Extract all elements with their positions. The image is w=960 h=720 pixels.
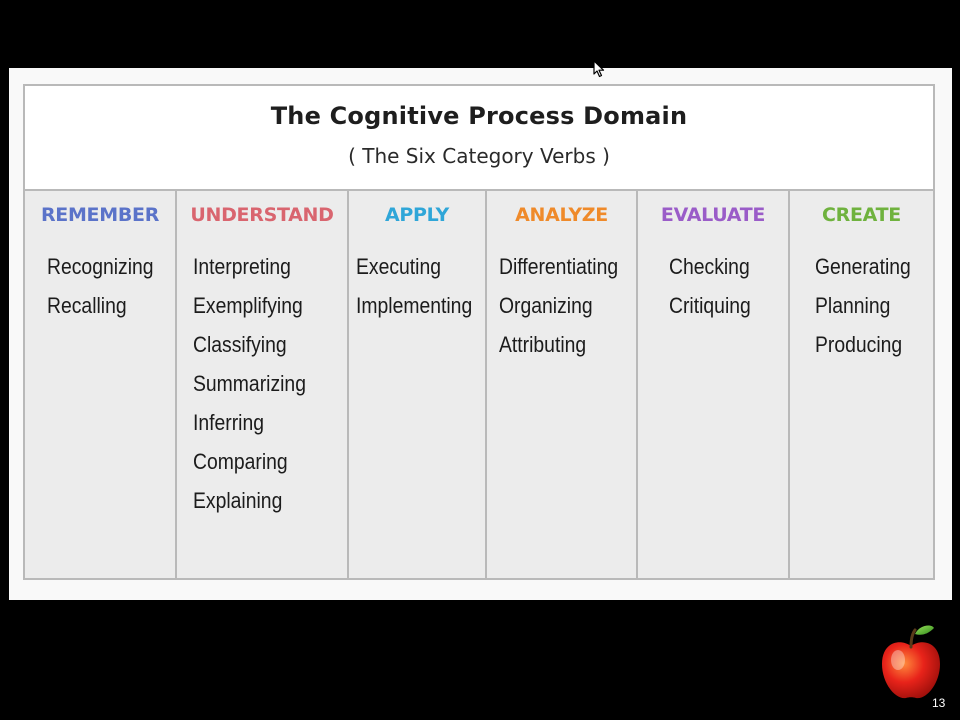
category-heading: APPLY [385,204,449,226]
verb-item: Exemplifying [193,293,303,318]
apple-icon [882,625,940,699]
verb-list: Recognizing Recalling [47,247,168,325]
verb-list: Executing Implementing [356,247,488,325]
cognitive-domain-table: The Cognitive Process Domain ( The Six C… [23,84,935,580]
verb-item: Producing [815,332,903,357]
verb-item: Interpreting [193,254,291,279]
page-number: 13 [932,696,946,710]
verb-item: Differentiating [499,254,619,279]
verb-item: Generating [815,254,911,279]
verb-item: Comparing [193,449,288,474]
category-heading: EVALUATE [660,204,766,226]
verb-item: Implementing [356,293,473,318]
verb-item: Recalling [47,293,127,318]
verb-item: Organizing [499,293,593,318]
verb-item: Explaining [193,488,283,513]
column-evaluate: EVALUATE Checking Critiquing [638,191,790,578]
category-heading: UNDERSTAND [190,204,334,226]
table-subtitle: ( The Six Category Verbs ) [348,144,610,168]
column-create: CREATE Generating Planning Producing [790,191,933,578]
category-heading: CREATE [822,204,901,226]
column-analyze: ANALYZE Differentiating Organizing Attri… [487,191,638,578]
verb-item: Attributing [499,332,587,357]
verb-item: Summarizing [193,371,306,396]
verb-item: Executing [356,254,442,279]
column-apply: APPLY Executing Implementing [349,191,487,578]
verb-item: Classifying [193,332,287,357]
table-title: The Cognitive Process Domain [270,102,688,130]
verb-list: Generating Planning Producing [815,247,924,364]
mouse-pointer-icon [593,60,605,78]
category-columns: REMEMBER Recognizing Recalling UNDERSTAN… [25,191,933,578]
column-remember: REMEMBER Recognizing Recalling [25,191,177,578]
category-heading: REMEMBER [40,204,160,226]
verb-list: Checking Critiquing [669,247,762,325]
verb-list: Interpreting Exemplifying Classifying Su… [193,247,321,520]
verb-item: Planning [815,293,891,318]
verb-item: Recognizing [47,254,154,279]
table-header: The Cognitive Process Domain ( The Six C… [25,86,933,191]
cognitive-domain-image: The Cognitive Process Domain ( The Six C… [9,68,952,600]
verb-item: Checking [669,254,750,279]
column-understand: UNDERSTAND Interpreting Exemplifying Cla… [177,191,349,578]
category-heading: ANALYZE [515,204,608,226]
verb-item: Inferring [193,410,265,435]
verb-list: Differentiating Organizing Attributing [499,247,634,364]
verb-item: Critiquing [669,293,751,318]
